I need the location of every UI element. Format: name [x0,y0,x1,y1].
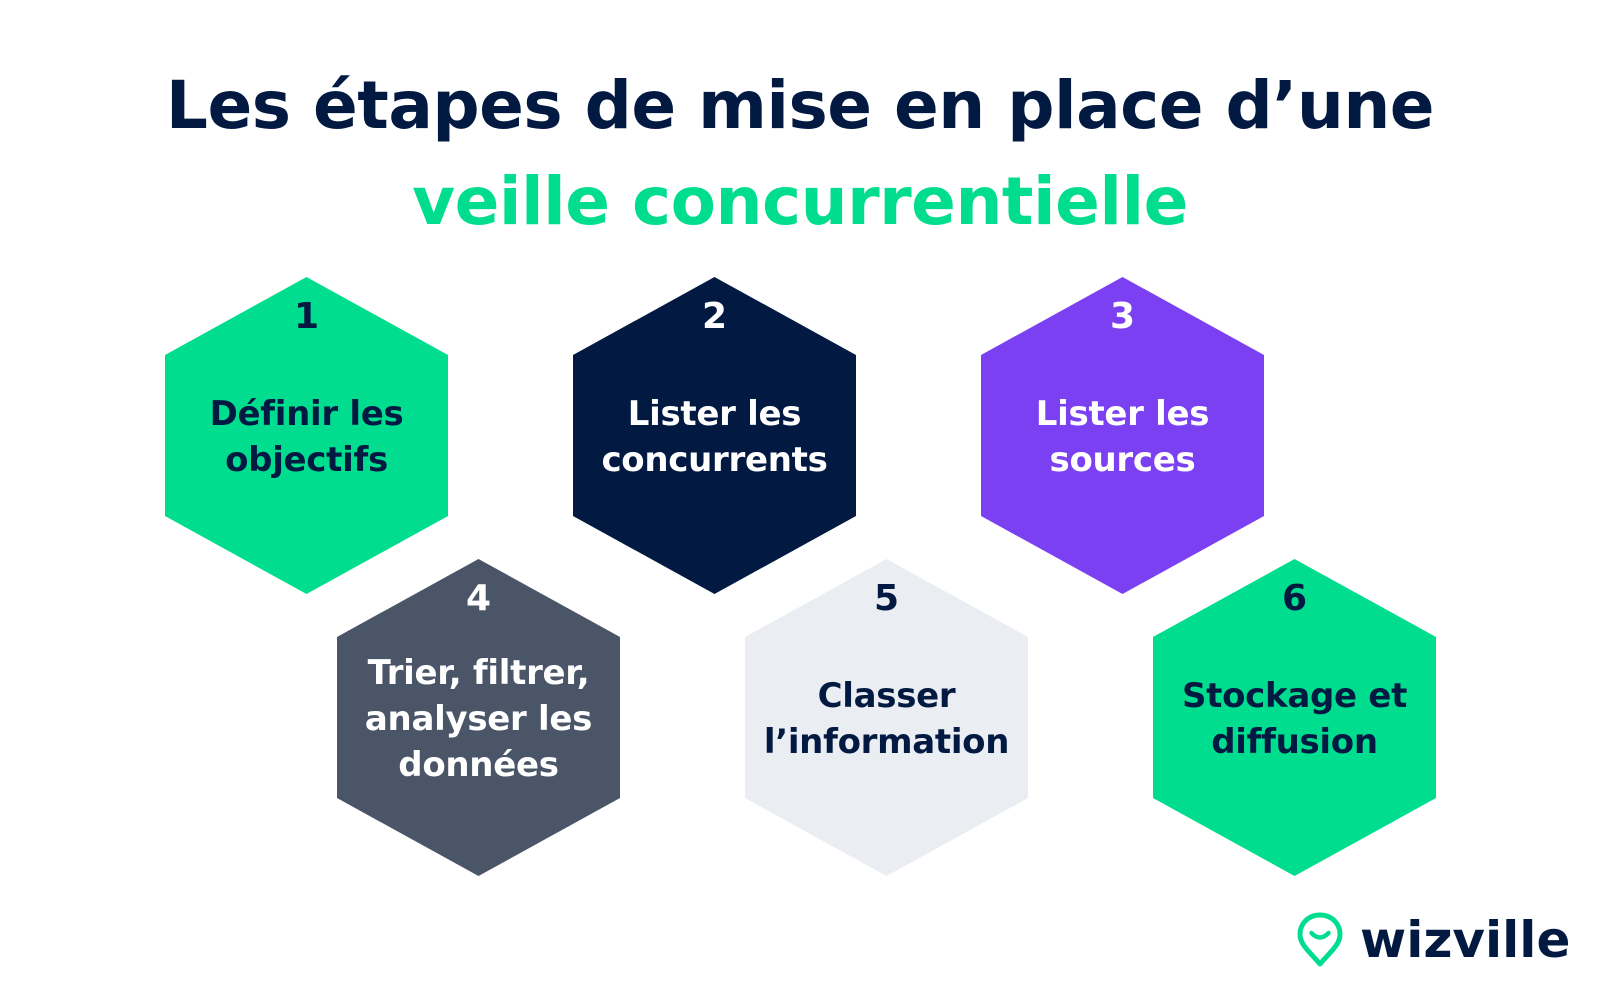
title-line-1: Les étapes de mise en place d’une [165,67,1435,144]
step-hexagon-6: 6 Stockage et diffusion [1153,559,1436,876]
step-hexagon-4: 4 Trier, filtrer, analyser les données [337,559,620,876]
step-number: 6 [1281,578,1308,619]
step-label: Lister les concurrents [601,394,828,480]
title-line-2: veille concurrentielle [412,163,1188,240]
step-hexagon-5: 5 Classer l’information [745,559,1028,876]
step-label: Classer l’information [763,676,1010,762]
step-label: Définir les objectifs [209,394,404,480]
step-number: 3 [1109,296,1136,337]
logo-text: wizville [1360,911,1571,969]
step-label: Trier, filtrer, analyser les données [364,653,593,785]
step-hexagon-2: 2 Lister les concurrents [573,277,856,594]
step-hexagon-1: 1 Définir les objectifs [165,277,448,594]
step-label: Lister les sources [1035,394,1210,480]
step-number: 5 [873,578,900,619]
step-number: 2 [701,296,728,337]
step-number: 1 [293,296,320,337]
wizville-logo: wizville [1296,910,1570,970]
step-number: 4 [465,578,492,619]
page-title: Les étapes de mise en place d’une veille… [0,58,1600,250]
step-hexagon-3: 3 Lister les sources [981,277,1264,594]
map-pin-smile-icon [1297,912,1343,967]
step-label: Stockage et diffusion [1181,676,1408,762]
